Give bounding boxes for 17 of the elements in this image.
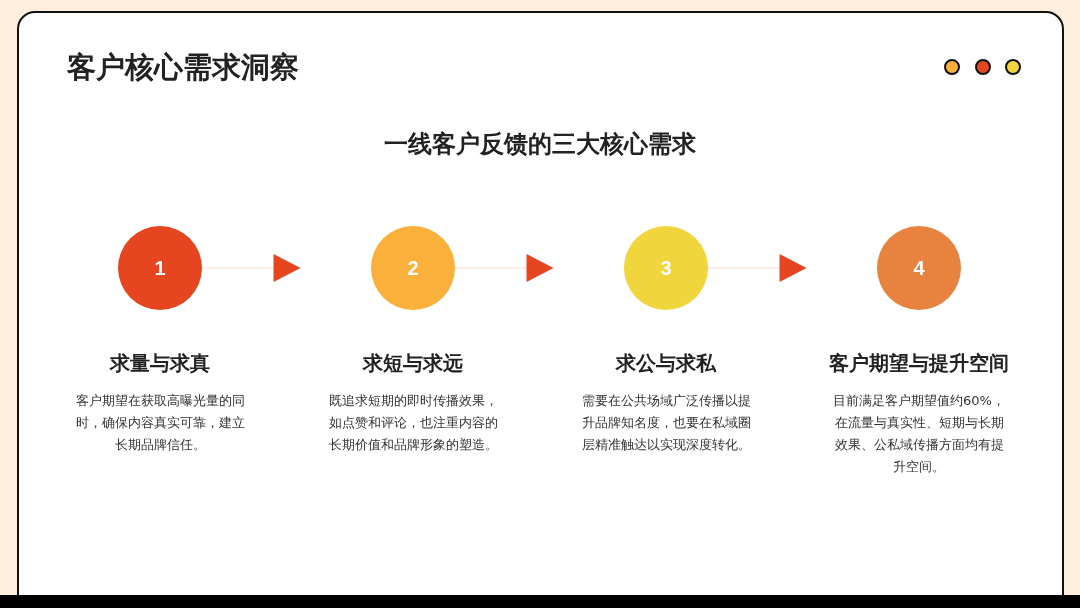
subtitle: 一线客户反馈的三大核心需求	[383, 129, 697, 160]
step-description: 目前满足客户期望值约60%，在流量与真实性、短期与长期效果、公私域传播方面均有提升空间。	[833, 392, 1005, 476]
step-number: 3	[660, 256, 672, 281]
step-number: 2	[407, 256, 419, 281]
step-heading: 求量与求真	[110, 350, 210, 377]
arrow	[707, 254, 807, 282]
step-number: 1	[154, 256, 166, 281]
step-description: 客户期望在获取高曝光量的同时，确保内容真实可靠，建立长期品牌信任。	[74, 392, 246, 454]
step-description: 需要在公共场域广泛传播以提升品牌知名度，也要在私域圈层精准触达以实现深度转化。	[580, 392, 752, 454]
step-heading: 求公与求私	[616, 350, 716, 377]
arrow	[454, 254, 554, 282]
step-number: 4	[913, 256, 925, 281]
page-title: 客户核心需求洞察	[67, 49, 299, 86]
step-description: 既追求短期的即时传播效果，如点赞和评论，也注重内容的长期价值和品牌形象的塑造。	[327, 392, 499, 454]
step-heading: 求短与求远	[363, 350, 463, 377]
step-heading: 客户期望与提升空间	[829, 350, 1009, 377]
arrow	[201, 254, 301, 282]
